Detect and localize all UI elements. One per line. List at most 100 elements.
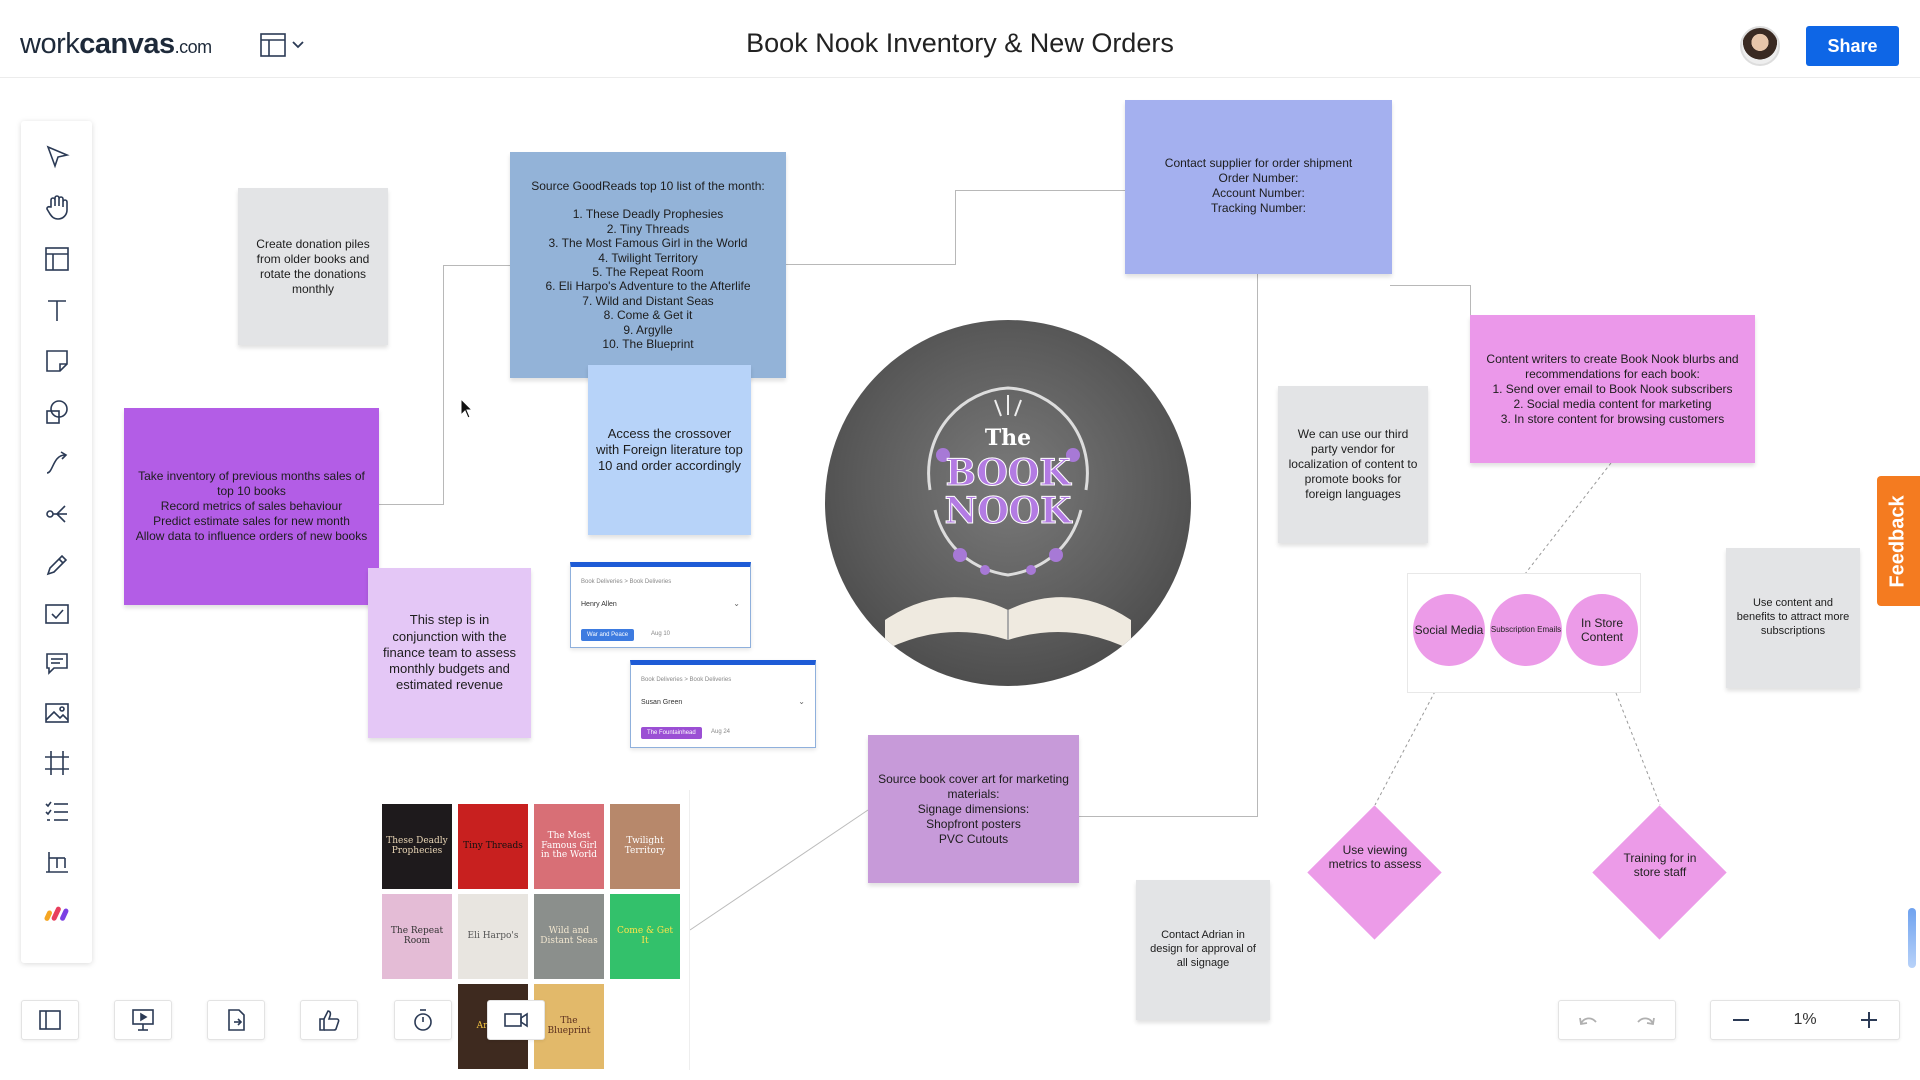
connector-line	[784, 264, 955, 265]
logo-suffix: .com	[174, 37, 213, 57]
zoom-controls: 1%	[1710, 1000, 1900, 1040]
comment-tool-icon[interactable]	[41, 647, 73, 679]
adrian-note[interactable]: Contact Adrian in design for approval of…	[1136, 880, 1270, 1020]
chevron-down-icon	[292, 41, 304, 49]
connector-line	[1078, 816, 1258, 817]
book-cover[interactable]: Eli Harpo's	[458, 894, 528, 979]
present-button[interactable]	[114, 1000, 172, 1040]
book-cover[interactable]: Twilight Territory	[610, 804, 680, 889]
org-chart-tool-icon[interactable]	[41, 846, 73, 878]
video-camera-icon	[504, 1012, 528, 1028]
undo-button[interactable]	[1559, 1001, 1617, 1041]
card-date: Aug 24	[711, 729, 731, 735]
book-cover[interactable]: Come & Get It	[610, 894, 680, 979]
board-title[interactable]: Book Nook Inventory & New Orders	[746, 28, 1174, 58]
apps-integration-icon[interactable]	[41, 896, 73, 928]
plus-icon	[1861, 1012, 1878, 1028]
shapes-tool-icon[interactable]	[41, 396, 73, 428]
book-cover[interactable]: The Most Famous Girl in the World	[534, 804, 604, 889]
feedback-tab[interactable]: Feedback	[1877, 476, 1920, 606]
mouse-cursor-icon	[460, 398, 474, 419]
export-button[interactable]	[207, 1000, 265, 1040]
card-breadcrumb: Book Deliveries > Book Deliveries	[581, 579, 672, 585]
vertical-scrollbar[interactable]	[1908, 908, 1916, 968]
list-tool-icon[interactable]	[41, 796, 73, 828]
zoom-out-button[interactable]	[1711, 1000, 1770, 1040]
chevron-down-icon[interactable]: ⌄	[798, 697, 805, 706]
card-assignee: Susan Green	[641, 699, 683, 706]
crossover-note[interactable]: Access the crossover with Foreign litera…	[588, 365, 751, 535]
inventory-note[interactable]: Take inventory of previous months sales …	[124, 408, 379, 605]
timer-button[interactable]	[394, 1000, 452, 1040]
hand-tool-icon[interactable]	[41, 191, 73, 223]
share-button[interactable]: Share	[1806, 26, 1899, 66]
card-date: Aug 10	[651, 631, 671, 637]
book-cover[interactable]: The Repeat Room	[382, 894, 452, 979]
panel-toggle-button[interactable]	[21, 1000, 79, 1040]
logo-book: BOOK	[945, 452, 1071, 495]
pen-tool-icon[interactable]	[41, 549, 73, 581]
card-breadcrumb: Book Deliveries > Book Deliveries	[641, 677, 732, 683]
video-button[interactable]	[487, 1000, 545, 1040]
content-writers-note[interactable]: Content writers to create Book Nook blur…	[1470, 315, 1755, 463]
card-tag: The Fountainhead	[641, 727, 702, 739]
select-tool-icon[interactable]	[41, 141, 73, 173]
social-media-circle[interactable]: Social Media	[1413, 594, 1485, 666]
redo-button[interactable]	[1617, 1001, 1675, 1041]
in-store-content-circle[interactable]: In Store Content	[1566, 594, 1638, 666]
vote-button[interactable]	[300, 1000, 358, 1040]
sticky-note-tool-icon[interactable]	[41, 345, 73, 377]
mindmap-tool-icon[interactable]	[41, 498, 73, 530]
text-tool-icon[interactable]	[41, 294, 73, 326]
user-avatar[interactable]	[1740, 26, 1780, 66]
connector-tool-icon[interactable]	[41, 447, 73, 479]
zoom-in-button[interactable]	[1840, 1000, 1899, 1040]
zoom-level[interactable]: 1%	[1793, 1011, 1817, 1028]
donation-note[interactable]: Create donation piles from older books a…	[238, 188, 388, 345]
finance-note[interactable]: This step is in conjunction with the fin…	[368, 568, 531, 738]
connector-line	[378, 504, 443, 505]
app-header: workcanvas.com Book Nook Inventory & New…	[0, 0, 1920, 78]
board-menu-button[interactable]	[260, 30, 310, 60]
subscriptions-note[interactable]: Use content and benefits to attract more…	[1726, 548, 1860, 688]
supplier-note[interactable]: Contact supplier for order shipment Orde…	[1125, 100, 1392, 274]
chevron-down-icon[interactable]: ⌄	[733, 599, 740, 608]
logo-the: The	[984, 425, 1032, 451]
minus-icon	[1732, 1019, 1749, 1021]
left-toolbar	[21, 121, 92, 963]
wreath-icon	[885, 386, 1131, 650]
book-cover[interactable]: Wild and Distant Seas	[534, 894, 604, 979]
presentation-icon	[132, 1009, 154, 1031]
workcanvas-logo[interactable]: workcanvas.com	[20, 28, 212, 61]
frame-tool-icon[interactable]	[41, 747, 73, 779]
board-layout-icon	[260, 33, 286, 57]
sidebar-icon	[39, 1010, 61, 1030]
book-cover[interactable]: The Blueprint	[534, 984, 604, 1069]
export-icon	[228, 1009, 245, 1031]
template-tool-icon[interactable]	[41, 243, 73, 275]
connector-line	[443, 265, 444, 505]
undo-redo-group	[1558, 1000, 1676, 1040]
card-tag: War and Peace	[581, 629, 635, 641]
cover-art-note[interactable]: Source book cover art for marketing mate…	[868, 735, 1079, 883]
book-cover[interactable]: These Deadly Prophecies	[382, 804, 452, 889]
connector-line	[443, 265, 511, 266]
book-cover[interactable]: Tiny Threads	[458, 804, 528, 889]
task-tool-icon[interactable]	[41, 598, 73, 630]
connector-line	[1470, 285, 1471, 315]
connector-line	[1257, 272, 1258, 817]
goodreads-note[interactable]: Source GoodReads top 10 list of the mont…	[510, 152, 786, 378]
undo-icon	[1579, 1017, 1597, 1026]
logo-prefix: work	[20, 28, 80, 60]
metrics-diamond-label: Use viewing metrics to assess	[1328, 843, 1422, 872]
redo-icon	[1637, 1017, 1655, 1026]
image-tool-icon[interactable]	[41, 697, 73, 729]
connector-line	[1390, 285, 1470, 286]
delivery-card[interactable]: Book Deliveries > Book Deliveries Henry …	[570, 562, 751, 648]
vendor-note[interactable]: We can use our third party vendor for lo…	[1278, 386, 1428, 543]
book-nook-logo[interactable]: The BOOK NOOK	[825, 320, 1191, 686]
subscription-emails-circle[interactable]: Subscription Emails	[1490, 594, 1562, 666]
metrics-diamond[interactable]	[1307, 805, 1442, 940]
delivery-card[interactable]: Book Deliveries > Book Deliveries Susan …	[630, 660, 816, 748]
logo-nook: NOOK	[944, 490, 1072, 533]
